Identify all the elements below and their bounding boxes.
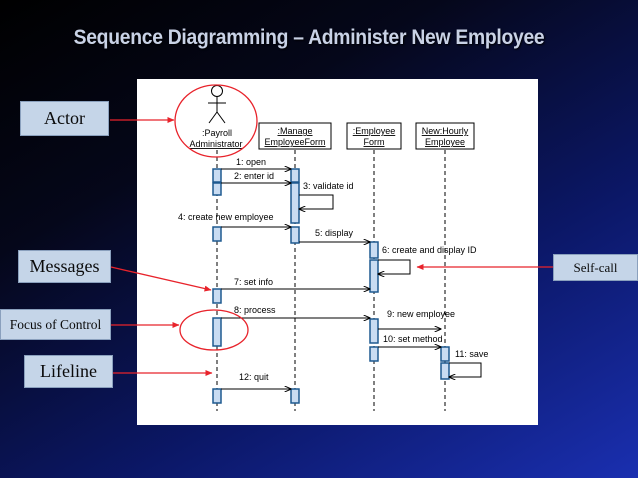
actor-name-line2: Administrator — [189, 139, 242, 149]
message-label-2: 2: enter id — [234, 171, 274, 181]
participant-employee-form: :Employee Form — [346, 122, 402, 150]
participant-manage-employee-form: :Manage EmployeeForm — [258, 122, 332, 150]
hourly-employee-label-line2: Employee — [425, 137, 465, 147]
message-label-11: 11: save — [455, 349, 488, 359]
manage-form-label-line1: :Manage — [277, 126, 312, 136]
actor-stick-figure-icon — [208, 85, 226, 124]
activation-box — [212, 182, 222, 196]
activation-box — [440, 362, 450, 380]
activation-box — [212, 168, 222, 183]
message-label-4: 4: create new employee — [178, 212, 274, 222]
activation-box — [290, 168, 300, 183]
activation-box — [290, 226, 300, 244]
message-label-9: 9: new employee — [387, 309, 455, 319]
activation-box — [369, 346, 379, 362]
hourly-employee-label-line1: New:Hourly — [422, 126, 469, 136]
message-label-3: 3: validate id — [303, 181, 354, 191]
actor-callout: Actor — [20, 101, 109, 136]
message-label-6: 6: create and display ID — [382, 245, 477, 255]
message-label-10: 10: set method — [383, 334, 443, 344]
focus-of-control-callout: Focus of Control — [0, 309, 111, 340]
activation-box — [440, 346, 450, 362]
activation-box — [212, 288, 222, 304]
activation-box — [369, 241, 379, 259]
slide-title: Sequence Diagramming – Administer New Em… — [73, 26, 545, 49]
actor-name-line1: :Payroll — [202, 128, 232, 138]
message-label-8: 8: process — [234, 305, 276, 315]
activation-box — [369, 259, 379, 293]
activation-box — [290, 182, 300, 224]
message-arrow-6-self-call — [378, 259, 411, 274]
sequence-diagram: :Payroll Administrator :Manage EmployeeF… — [137, 79, 538, 425]
employee-form-label-line1: :Employee — [353, 126, 396, 136]
manage-form-label-line2: EmployeeForm — [264, 137, 325, 147]
lifeline-callout: Lifeline — [24, 355, 113, 388]
activation-box — [290, 388, 300, 404]
messages-callout: Messages — [18, 250, 111, 283]
sequence-diagram-canvas: :Payroll Administrator :Manage EmployeeF… — [178, 85, 488, 411]
employee-form-label-line2: Form — [364, 137, 385, 147]
activation-box — [212, 317, 222, 347]
message-arrow-11-self-call — [449, 362, 482, 377]
message-label-12: 12: quit — [239, 372, 269, 382]
message-label-7: 7: set info — [234, 277, 273, 287]
participant-hourly-employee: New:Hourly Employee — [415, 122, 475, 150]
self-call-callout: Self-call — [553, 254, 638, 281]
message-label-5: 5: display — [315, 228, 354, 238]
activation-box — [369, 318, 379, 344]
message-arrow-3-self-call — [299, 194, 334, 209]
activation-box — [212, 226, 222, 242]
activation-box — [212, 388, 222, 404]
message-label-1: 1: open — [236, 157, 266, 167]
